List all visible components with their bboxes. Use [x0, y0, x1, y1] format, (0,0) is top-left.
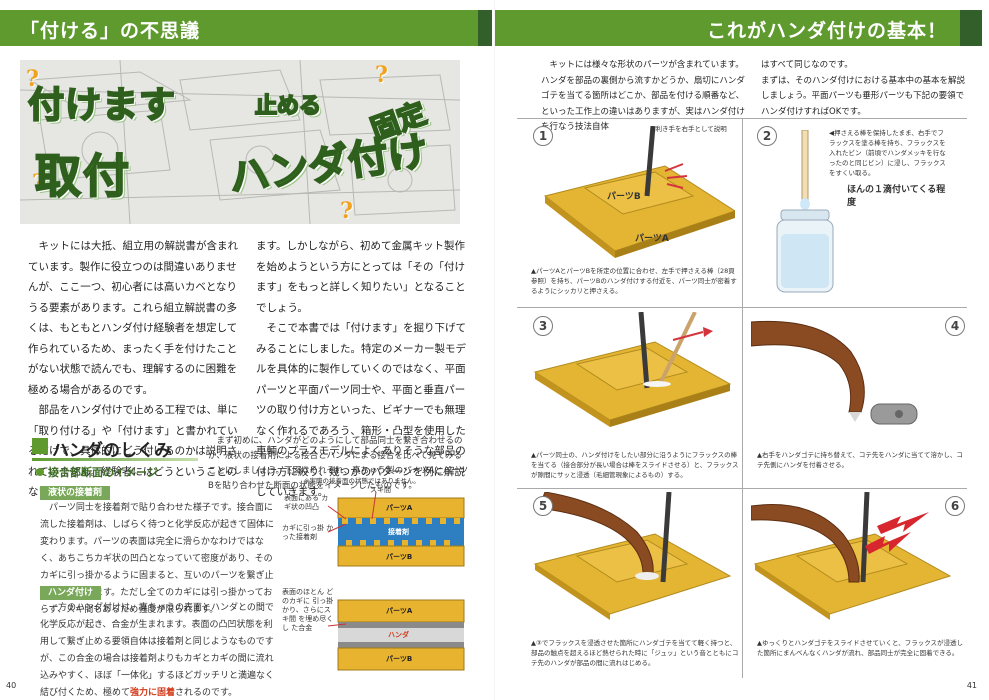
- right-intro-paragraph: はすべて同じなのです。: [761, 60, 853, 70]
- solder-cross-section-diagram: 表面のほとん どのカギに 引っ掛かり、さらにスキ間 を埋め尽くし た合金 パーツ…: [276, 586, 466, 676]
- section-paragraph: まず初めに、ハンダがどのようにして部品同士を繋ぎ合わせるのか、液状の接着剤による…: [208, 436, 469, 491]
- right-intro-paragraph: キットには様々な形状のパーツが含まれています。ハンダを部品の裏側から流すかどうか…: [541, 60, 745, 132]
- left-page: 「付ける」の不思議 ? ? ? ? 付けます 取付 止める ハンダ付け 固定 キ…: [0, 0, 494, 700]
- steps-middle-rule: [517, 307, 967, 308]
- step-4-number: 4: [945, 316, 965, 336]
- step-3-number: 3: [533, 316, 553, 336]
- section-heading: ハンダのしくみ: [32, 436, 192, 461]
- solder-text-before: 一方のハンダ付けは、真ちゅうの表面とハンダとの間で化学反応が起き、合金が生まれま…: [40, 603, 275, 698]
- step-6-caption: ▲ゆっくりとハンダゴテをスライドさせていくと、フラックスが浸透した箇所にまんべん…: [757, 639, 964, 657]
- left-header-bar: [0, 10, 490, 46]
- right-header-accent: [960, 10, 982, 46]
- tag-liquid-adhesive: 液状の接着剤: [40, 486, 111, 500]
- page-gutter: [492, 0, 497, 700]
- section-intro-text: まず初めに、ハンダがどのようにして部品同士を繋ぎ合わせるのか、液状の接着剤による…: [208, 434, 470, 494]
- liquid-paragraph: パーツ同士を接着剤で貼り合わせた様子です。接合面に流した接着剤は、しばらく待つと…: [40, 503, 275, 615]
- step-3-caption: ▲パーツ同士の、ハンダ付けをしたい部分に沿うようにフラックスの棒を当てる（接合部…: [531, 451, 739, 479]
- subhead-text: 接合部断面のイメージ: [48, 466, 158, 479]
- intro-paragraph: ます。しかしながら、初めて金属キット製作を始めようという方にとっては「その「付け…: [256, 240, 466, 314]
- right-page: これがハンダ付けの基本！ キットには様々な形状のパーツが含まれています。ハンダを…: [495, 0, 989, 700]
- liquid-adhesive-text: パーツ同士を接着剤で貼り合わせた様子です。接合面に流した接着剤は、しばらく待つと…: [40, 500, 274, 619]
- step-3-illustration: [525, 311, 735, 436]
- step-1-part-b: パーツB: [607, 192, 641, 202]
- adhesive-label: 接着剤: [388, 528, 409, 536]
- step-1-caption: ▲パーツAとパーツBを所定の位置に合わせ、左手で押さえる棒（28頁参照）を持ち、…: [531, 267, 737, 295]
- part-b-label: パーツB: [386, 553, 413, 561]
- intro-paragraph: そこで本書では「付けます」を掘り下げてみることにしました。特定のメーカー製モデル…: [256, 322, 466, 498]
- solder-label: ハンダ: [388, 631, 409, 639]
- step-6-number: 6: [945, 496, 965, 516]
- adhesive-diagram-graphic: [327, 491, 465, 567]
- steps-top-rule: [517, 118, 967, 119]
- step-1-note: ※利き手を右手として説明: [650, 125, 727, 133]
- blueprint-sketch: [20, 60, 460, 224]
- label-gap: スキ間: [370, 486, 391, 494]
- adhesive-cross-section-diagram: 表面にある カギ状の凹凸 スキ間 カギに引っ掛 かった接着剤 パーツA 接着剤 …: [276, 486, 466, 576]
- page-number: 41: [966, 681, 977, 690]
- step-2-note: ◀押さえる棒を保持したまま、右手でフラックスを塗る棒を持ち、フラックスを入れたビ…: [829, 129, 946, 177]
- solder-diagram-graphic: [327, 599, 465, 671]
- part-a-label: パーツA: [386, 504, 413, 512]
- step-5-illustration: [525, 491, 735, 626]
- step-divider: [742, 118, 743, 678]
- left-page-title: 「付ける」の不思議: [20, 20, 201, 42]
- diagram-note: ※実際の接着面の状態ではありません。: [304, 477, 420, 485]
- solder-highlight: 強力に固着: [130, 688, 176, 698]
- step-1-number: 1: [533, 126, 553, 146]
- tag-solder: ハンダ付け: [40, 586, 102, 600]
- right-page-title: これがハンダ付けの基本！: [706, 20, 947, 42]
- part-a-label: パーツA: [386, 607, 413, 615]
- step-5-caption: ▲③でフラックスを浸透させた箇所にハンダゴテを当てて軽く持つと、部品の触点を超え…: [531, 639, 739, 667]
- solder-paragraph: 一方のハンダ付けは、真ちゅうの表面とハンダとの間で化学反応が起き、合金が生まれま…: [40, 600, 274, 700]
- solder-text: 一方のハンダ付けは、真ちゅうの表面とハンダとの間で化学反応が起き、合金が生まれま…: [40, 600, 274, 700]
- step-1-part-a: パーツA: [635, 234, 669, 244]
- label-surface-hooks: 表面にある カギ状の凹凸: [284, 494, 329, 511]
- step-1-illustration: [525, 125, 737, 270]
- right-intro-column-1: キットには様々な形状のパーツが含まれています。ハンダを部品の裏側から流すかどうか…: [541, 58, 751, 136]
- step-4-illustration: [750, 312, 951, 446]
- bullet-icon: [36, 468, 44, 476]
- intro-column-2: ます。しかしながら、初めて金属キット製作を始めようという方にとっては「その「付け…: [256, 236, 466, 503]
- step-2-number: 2: [757, 126, 777, 146]
- hero-word: 止める: [254, 93, 322, 120]
- page-number: 40: [6, 681, 17, 690]
- step-4-caption: ▲右手をハンダゴテに持ち替えて、コテ先をハンダに当てて溶かし、コテ先側にハンダを…: [757, 451, 963, 469]
- step-2-illustration: [775, 129, 835, 304]
- section-subhead: 接合部断面のイメージ: [36, 464, 158, 480]
- hero-word: 付けます: [27, 84, 177, 127]
- step-5-number: 5: [533, 496, 553, 516]
- question-mark-icon: ?: [375, 62, 388, 88]
- question-mark-icon: ?: [26, 66, 39, 92]
- left-header-accent: [478, 10, 492, 46]
- right-intro-column-2: はすべて同じなのです。 まずは、そのハンダ付けにおける基本中の基本を解説しましょ…: [761, 58, 971, 120]
- right-header-bar: [495, 10, 965, 46]
- solder-text-after: されるのです。: [175, 688, 238, 698]
- steps-lower-rule: [517, 488, 967, 489]
- right-intro-paragraph: まずは、そのハンダ付けにおける基本中の基本を解説しましょう。平面パーツも垂形パー…: [761, 75, 966, 117]
- hero-word: 取付: [34, 148, 131, 204]
- step-6-illustration: [750, 491, 961, 626]
- part-b-label: パーツB: [386, 655, 413, 663]
- hero-banner: ? ? ? ?: [20, 60, 460, 224]
- section-rule: [32, 458, 198, 461]
- label-caught-adhesive: カギに引っ掛 かった接着剤: [282, 524, 334, 541]
- label-alloy: 表面のほとん どのカギに 引っ掛かり、さらにスキ間 を埋め尽くし た合金: [282, 588, 334, 632]
- step-2-callout: ほんの１滴付いてくる程度: [847, 185, 946, 208]
- section-marker: [32, 438, 48, 454]
- question-mark-icon: ?: [32, 170, 45, 196]
- section-title: ハンダのしくみ: [52, 441, 172, 461]
- intro-paragraph: キットには大抵、組立用の解説書が含まれています。製作に役立つのは間違いありません…: [28, 240, 238, 396]
- question-mark-icon: ?: [340, 198, 353, 224]
